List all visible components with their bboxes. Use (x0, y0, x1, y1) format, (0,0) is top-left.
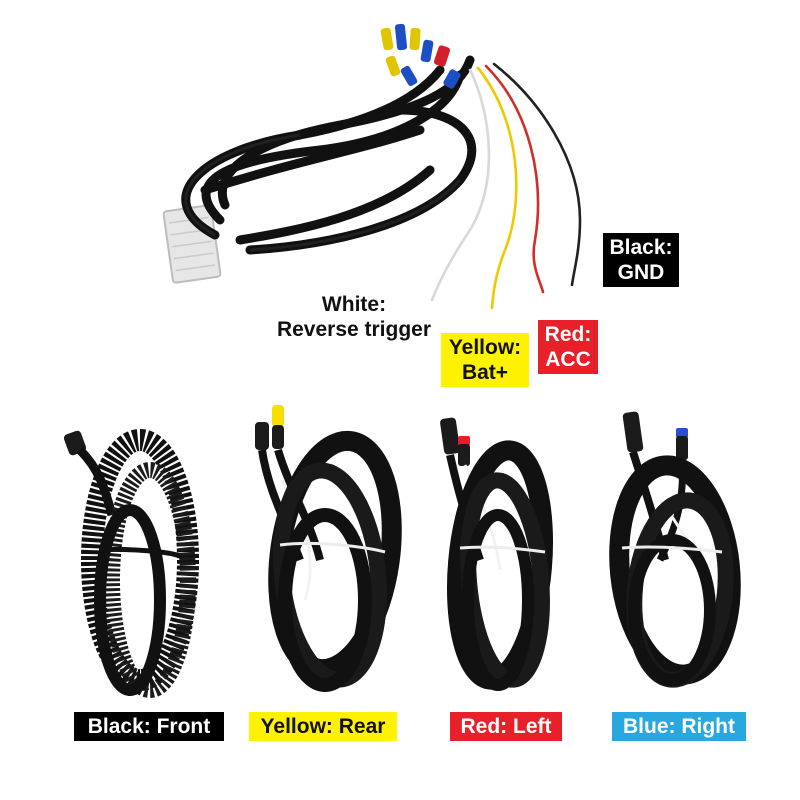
white-wire-label-line1: White: (321, 293, 387, 316)
white-wire-label: White: Reverse trigger (266, 292, 442, 342)
black-wire (492, 62, 582, 287)
rca-plugs (380, 23, 461, 89)
red-wire (484, 64, 545, 294)
red-wire-label: Red: ACC (538, 320, 598, 375)
black-wire-label-line2: GND (617, 261, 665, 285)
main-wiring-harness (162, 23, 582, 310)
left-cable-label: Red: Left (450, 712, 562, 742)
right-cable-label: Blue: Right (612, 712, 746, 742)
left-camera-cable (440, 417, 554, 691)
yellow-wire-label-line2: Bat+ (461, 361, 509, 385)
yellow-wire-label: Yellow: Bat+ (441, 333, 529, 388)
red-wire-label-line1: Red: (544, 323, 592, 346)
right-camera-cable (609, 411, 741, 688)
yellow-wire-label-line1: Yellow: (448, 336, 522, 359)
front-cable-label: Black: Front (74, 712, 224, 742)
yellow-wire (476, 66, 518, 310)
black-wire-label-line1: Black: (609, 236, 673, 259)
red-wire-label-line2: ACC (545, 348, 591, 372)
white-wire-label-line2: Reverse trigger (276, 318, 432, 342)
black-wire-label: Black: GND (603, 233, 679, 288)
rear-camera-cable (255, 405, 402, 692)
white-wire (430, 68, 491, 302)
front-camera-cable (63, 429, 199, 698)
rear-cable-label: Yellow: Rear (249, 712, 397, 742)
